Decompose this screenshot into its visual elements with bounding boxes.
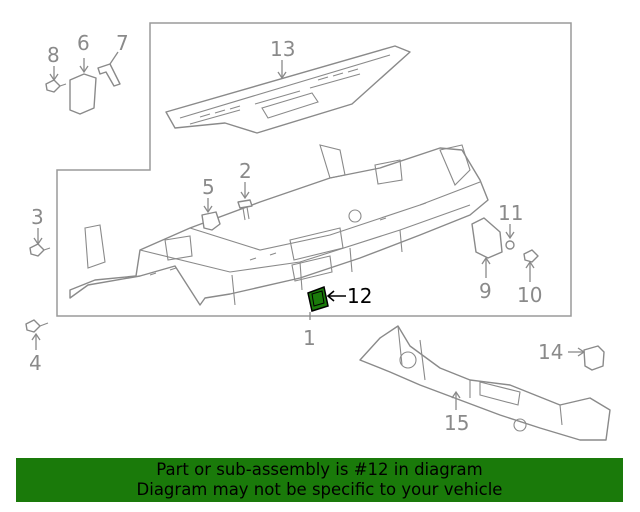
bracket-9-part [471,217,503,259]
bolt-8-part [45,79,67,93]
bracket-6-part [69,73,97,115]
strap-7-part [97,63,121,87]
washer-11-part [505,240,515,250]
callout-14: 14 [538,340,563,364]
step-pad-part [165,45,411,134]
banner-line-2: Diagram may not be specific to your vehi… [136,480,503,499]
callout-15: 15 [444,411,469,435]
assembly-outline [56,22,572,317]
hitch-receiver-part [359,325,611,441]
callout-9: 9 [479,279,492,303]
bolt-3-part [29,243,51,257]
callout-10: 10 [517,283,542,307]
callout-4: 4 [29,351,42,375]
plug-14-part [583,345,605,371]
callout-11: 11 [498,201,523,225]
callout-1: 1 [303,326,316,350]
banner-line-1: Part or sub-assembly is #12 in diagram [156,460,483,479]
callout-2: 2 [239,159,252,183]
callout-13: 13 [270,37,295,61]
rear-bumper-part [69,144,489,306]
callout-6: 6 [77,31,90,55]
hitch-plug-part [307,285,329,312]
callout-5: 5 [202,175,215,199]
callout-3: 3 [31,205,44,229]
bolt-10-part [523,249,539,263]
parts-diagram: 13 2 5 3 4 6 7 8 9 10 11 12 1 14 15 [25,22,611,441]
info-banner: Part or sub-assembly is #12 in diagram D… [16,458,623,502]
callout-12: 12 [347,284,372,308]
clip-5-part [201,211,221,231]
bolt-2-part [237,199,253,221]
callout-7: 7 [116,31,129,55]
bolt-4-part [25,319,49,333]
callout-8: 8 [47,43,60,67]
